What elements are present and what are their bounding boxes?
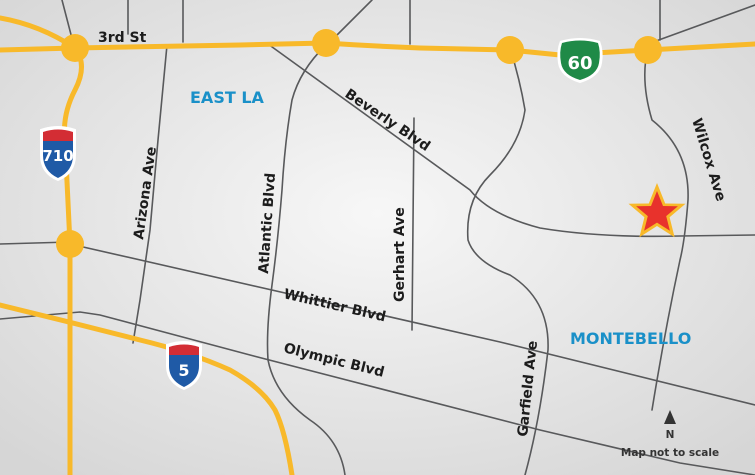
whittier-blvd-line [69, 243, 755, 406]
olympic-blvd-line [0, 311, 755, 475]
interchange-wilcox [634, 36, 662, 64]
street-upper-diagonal [466, 47, 549, 475]
interchange-atlantic [312, 29, 340, 57]
freeway-5 [0, 302, 295, 475]
shield-5-number: 5 [178, 361, 189, 380]
north-arrow-icon [664, 410, 676, 424]
star-marker-icon [628, 183, 686, 238]
state-route-60-shield: 60 [557, 38, 603, 83]
beverly-blvd-line [267, 43, 755, 238]
label-3rd-st: 3rd St [98, 30, 147, 46]
interchange-garfield [496, 36, 524, 64]
freeway-710 [0, 15, 84, 475]
area-east-la: EAST LA [190, 88, 265, 107]
interstate-5-shield: 5 [166, 341, 202, 391]
label-gerhart-ave: Gerhart Ave [392, 207, 408, 302]
label-atlantic-blvd: Atlantic Blvd [256, 172, 279, 274]
interchange-710-3rd [61, 34, 89, 62]
shield-710-number: 710 [42, 147, 73, 165]
wilcox-ave-line [644, 47, 689, 411]
interchanges [56, 29, 662, 258]
interstate-710-shield: 710 [40, 126, 76, 182]
arizona-ave-line [132, 44, 168, 344]
interchange-710-whittier [56, 230, 84, 258]
shield-60-number: 60 [567, 53, 592, 74]
street-top-right [644, 4, 755, 46]
atlantic-blvd-line [266, 44, 346, 475]
area-montebello: MONTEBELLO [570, 329, 691, 348]
gerhart-ave-line [411, 117, 415, 331]
map-not-to-scale-note: Map not to scale [621, 447, 719, 459]
north-label: N [666, 429, 675, 441]
